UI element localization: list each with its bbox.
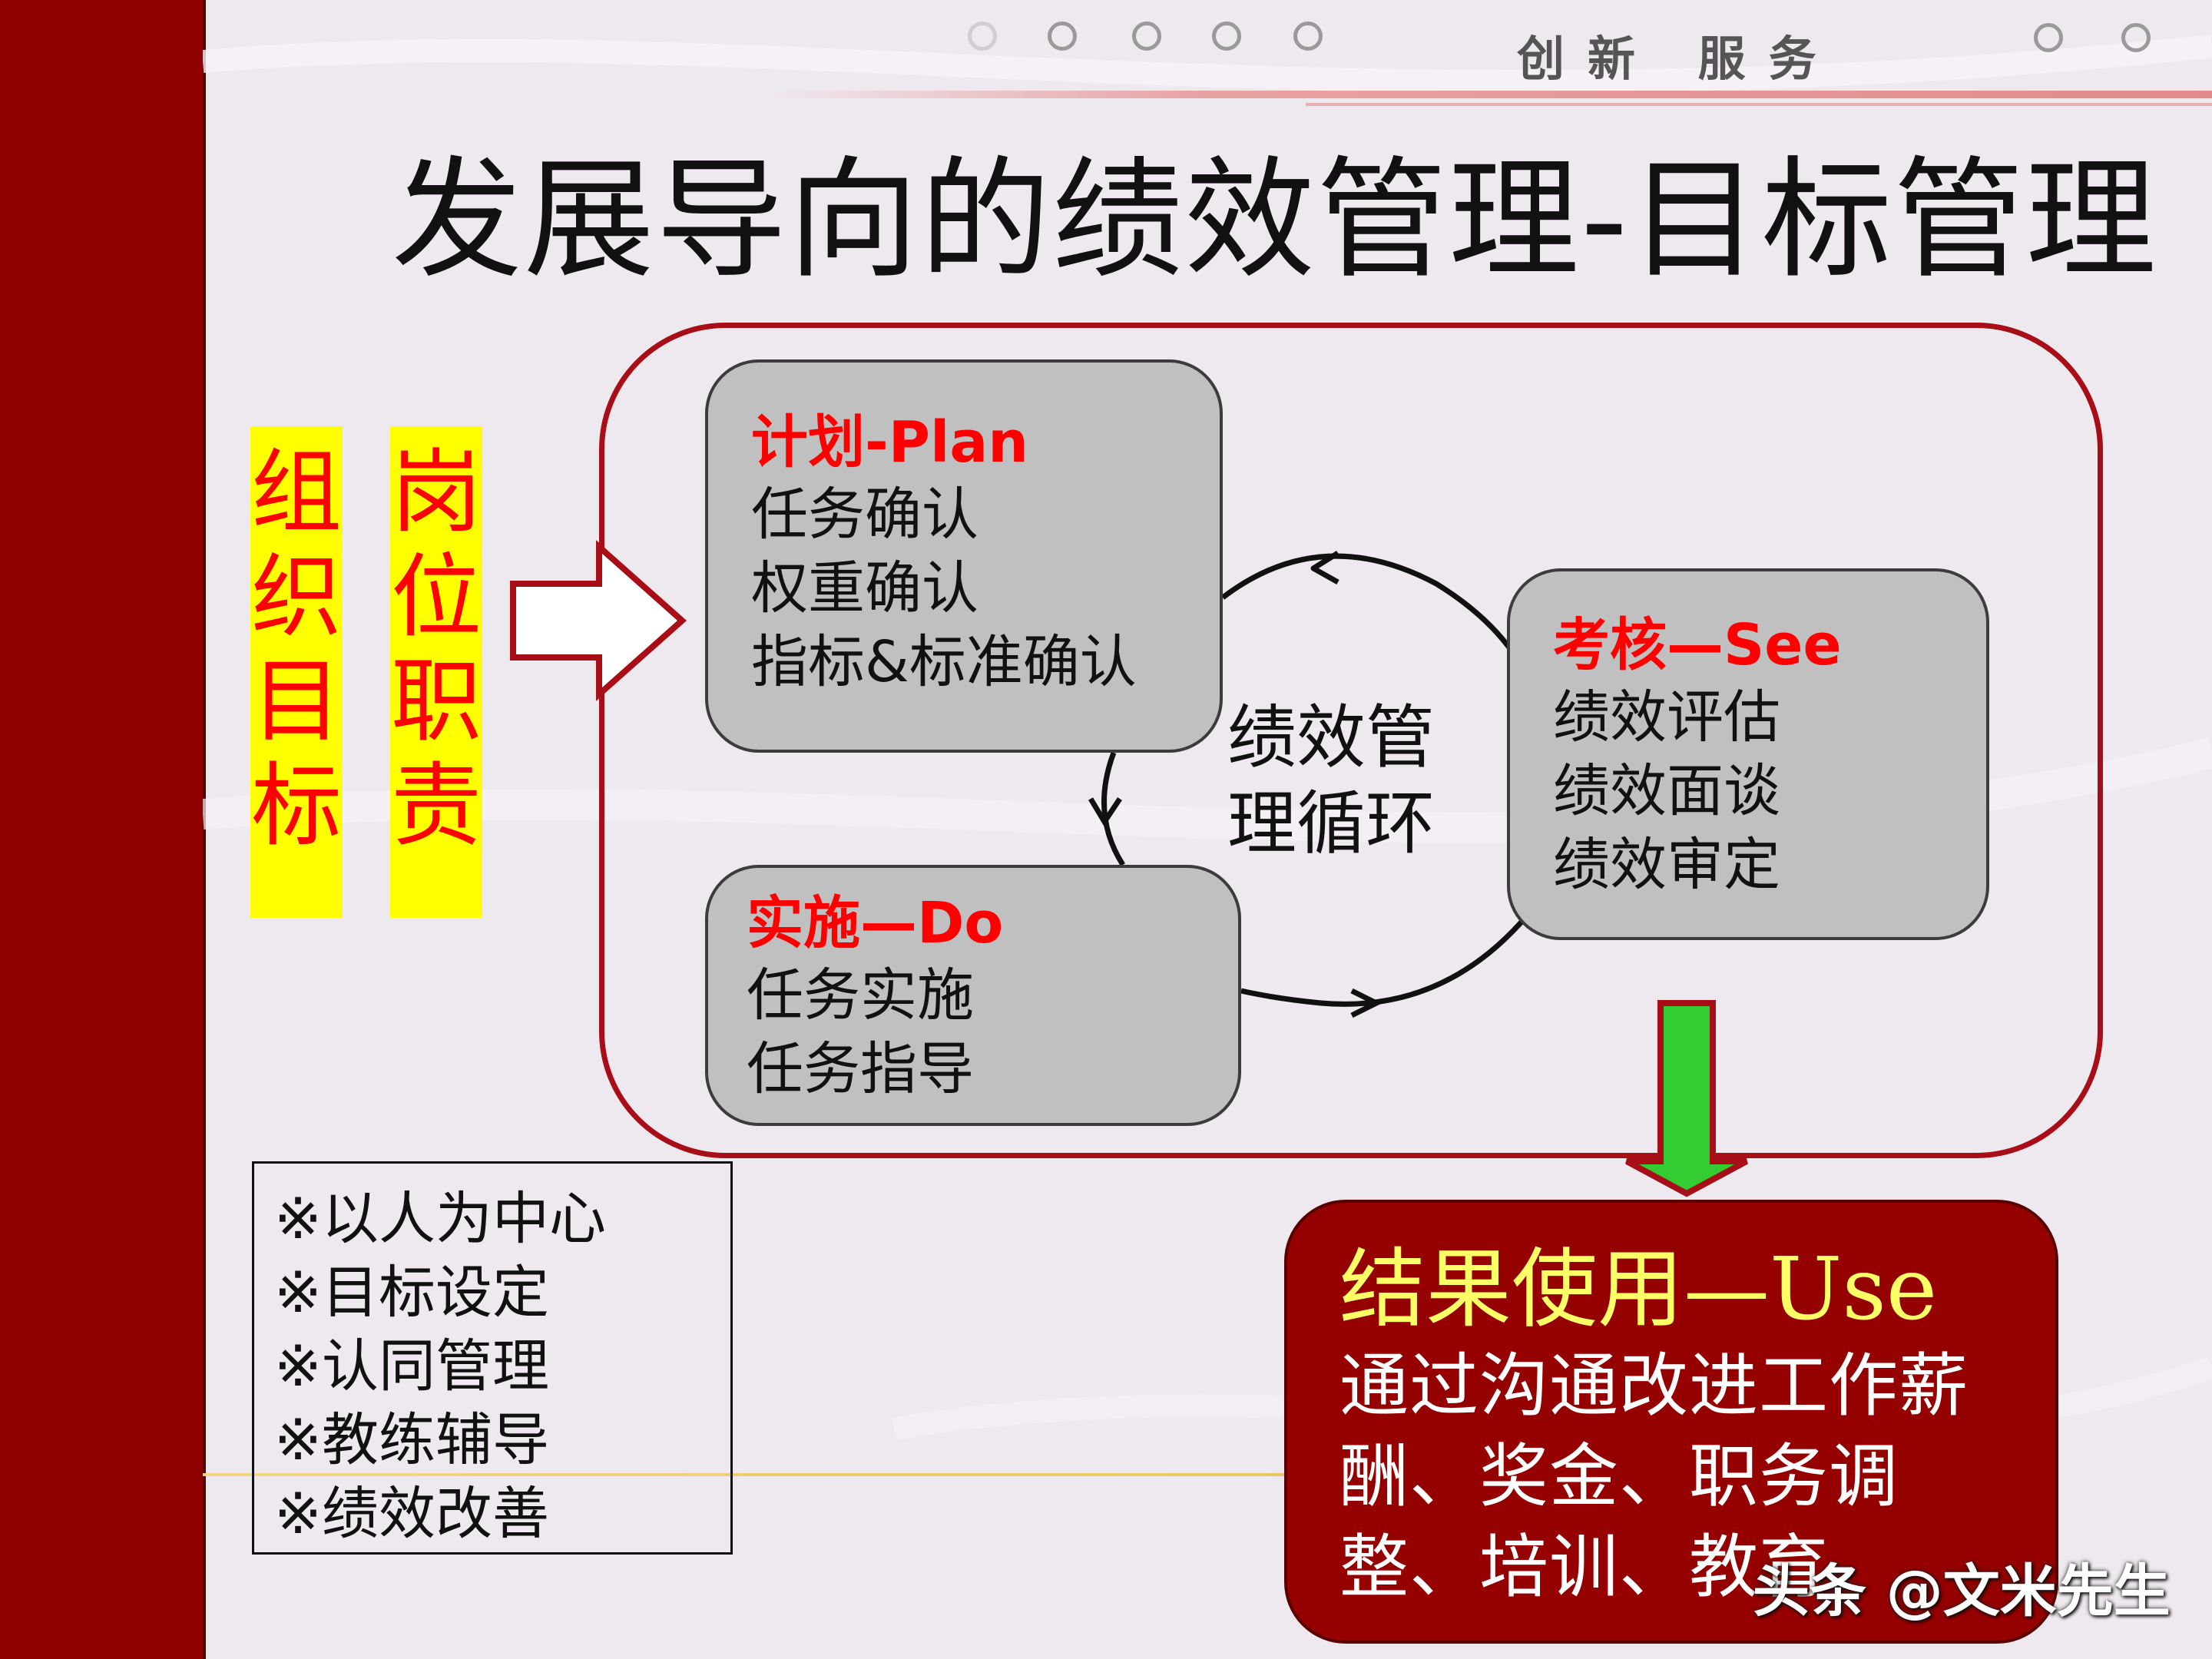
header-tagline: 创新 服务 (1517, 31, 1839, 87)
header-rule (768, 91, 2212, 98)
plan-title: 计划-Plan (751, 409, 1028, 475)
cycle-arc-bottom (1240, 912, 1531, 1018)
circle-icon (1212, 22, 1241, 51)
result-use-box: 结果使用—Use 通过沟通改进工作薪酬、奖金、职务调整、培训、教育 (1284, 1200, 2058, 1644)
do-box: 实施—Do 任务实施 任务指导 (705, 865, 1241, 1126)
plan-item: 权重确认 (751, 555, 979, 621)
circle-icon (1293, 22, 1323, 51)
plan-item: 指标&标准确认 (751, 629, 1137, 695)
principle-item: ※目标设定 (274, 1260, 550, 1326)
org-goal-label: 组织目标 (250, 426, 343, 918)
principle-item: ※以人为中心 (274, 1186, 607, 1252)
cycle-arc-top (1220, 551, 1515, 655)
header-rule-thin (1306, 103, 2212, 106)
input-arrow (510, 540, 687, 701)
circle-icon (968, 22, 997, 51)
circle-icon (2121, 23, 2151, 52)
watermark: 头条 @文米先生 (1753, 1558, 2171, 1624)
result-body: 通过沟通改进工作薪酬、奖金、职务调整、培训、教育 (1339, 1346, 1969, 1608)
see-item: 绩效面谈 (1553, 758, 1780, 824)
cycle-frame (599, 323, 2103, 1158)
do-item: 任务实施 (747, 962, 974, 1028)
page-title: 发展导向的绩效管理-目标管理 (392, 144, 2158, 296)
circle-icon (2034, 23, 2063, 52)
plan-box: 计划-Plan 任务确认 权重确认 指标&标准确认 (705, 359, 1223, 753)
post-duty-label: 岗位职责 (390, 426, 482, 918)
do-title: 实施—Do (747, 890, 1004, 956)
circle-icon (1132, 22, 1161, 51)
principle-item: ※教练辅导 (274, 1407, 550, 1473)
principles-box: ※以人为中心 ※目标设定 ※认同管理 ※教练辅导 ※绩效改善 (252, 1161, 733, 1555)
result-title: 结果使用—Use (1339, 1240, 1938, 1339)
cycle-center-label: 绩效管理循环 (1227, 697, 1435, 864)
see-item: 绩效审定 (1553, 832, 1780, 898)
plan-item: 任务确认 (751, 482, 979, 548)
left-sidebar-bar (0, 0, 206, 1659)
principle-item: ※绩效改善 (274, 1481, 550, 1547)
down-arrow (1625, 1000, 1748, 1197)
circle-icon (1048, 22, 1077, 51)
see-box: 考核—See 绩效评估 绩效面谈 绩效审定 (1507, 568, 1989, 940)
principle-item: ※认同管理 (274, 1333, 550, 1399)
cycle-arc-left (1088, 751, 1125, 866)
see-title: 考核—See (1553, 612, 1842, 678)
do-item: 任务指导 (747, 1036, 974, 1102)
bottom-rule (203, 1473, 1293, 1476)
see-item: 绩效评估 (1553, 684, 1780, 750)
